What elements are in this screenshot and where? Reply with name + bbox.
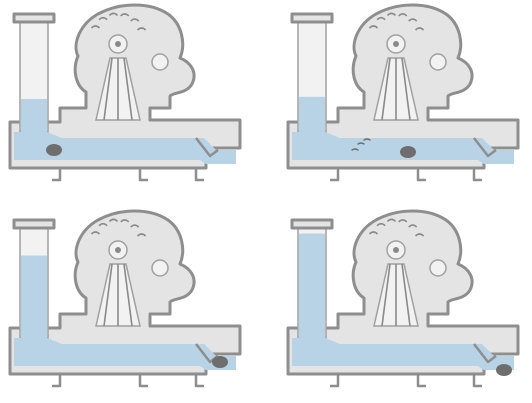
base-foot-right bbox=[196, 168, 204, 180]
base-foot-right bbox=[196, 374, 204, 386]
pump-panel-4 bbox=[288, 211, 518, 386]
base-foot-center bbox=[140, 374, 148, 386]
base-foot-center bbox=[418, 374, 426, 386]
column-water bbox=[299, 234, 325, 339]
base-foot-left bbox=[330, 168, 338, 180]
rotor-hub-center bbox=[115, 247, 121, 253]
base-foot-center bbox=[140, 168, 148, 180]
pump-panel-1 bbox=[10, 5, 240, 180]
base-foot-right bbox=[474, 374, 482, 386]
rotor-hub-center bbox=[393, 247, 399, 253]
base-foot-center bbox=[418, 168, 426, 180]
air-bubble bbox=[496, 364, 512, 376]
pump-panel-2 bbox=[288, 5, 518, 180]
pump-panel-3 bbox=[10, 211, 240, 386]
inlet-cap bbox=[292, 220, 332, 228]
column-water bbox=[21, 256, 47, 339]
column-water bbox=[21, 99, 47, 132]
inlet-cap bbox=[292, 14, 332, 22]
column-water bbox=[299, 97, 325, 132]
counterweight bbox=[152, 260, 168, 276]
counterweight bbox=[430, 260, 446, 276]
air-bubble bbox=[46, 144, 62, 156]
inlet-cap bbox=[14, 220, 54, 228]
air-bubble bbox=[212, 356, 228, 368]
base-foot-right bbox=[474, 168, 482, 180]
rotor-hub-center bbox=[393, 41, 399, 47]
inlet-cap bbox=[14, 14, 54, 22]
base-foot-left bbox=[330, 374, 338, 386]
base-foot-left bbox=[52, 374, 60, 386]
air-bubble bbox=[400, 146, 416, 158]
base-foot-left bbox=[52, 168, 60, 180]
rotor-hub-center bbox=[115, 41, 121, 47]
counterweight bbox=[152, 54, 168, 70]
counterweight bbox=[430, 54, 446, 70]
